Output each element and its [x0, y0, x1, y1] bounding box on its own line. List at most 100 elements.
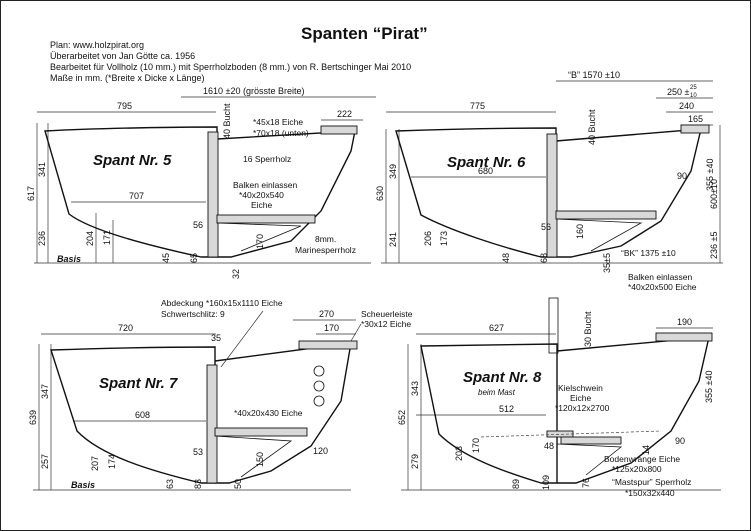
- f6-dim-241: 241: [388, 232, 398, 247]
- f5-note-70x18: *70x18 (unten): [253, 128, 309, 138]
- f5-note-45x18: *45x18 Eiche: [253, 117, 303, 127]
- f6-frame-label: Spant Nr. 6: [447, 154, 526, 171]
- f8-note-mastspur: “Mastspur” Sperrholz: [612, 477, 691, 487]
- f7-note-schwertschlitz: Schwertschlitz: 9: [161, 309, 225, 319]
- f8-dim-109: 109: [541, 475, 551, 490]
- f7-lightening-hole-2: [313, 380, 325, 392]
- f6-floor-detail: [555, 218, 643, 252]
- f7-dim-53: 53: [193, 447, 203, 457]
- f6-note-balken: Balken einlassen: [628, 272, 693, 282]
- f6-dim-173: 173: [439, 231, 449, 246]
- f8-note-125x20x800: *125x20x800: [612, 464, 662, 474]
- f7-dim-50: 50: [233, 479, 243, 489]
- f5-dim-341: 341: [37, 162, 47, 177]
- f6-dim-40-bucht: 40 Bucht: [587, 109, 597, 145]
- f5-basis-label: Basis: [57, 254, 81, 264]
- f6-note-bk: “BK” 1375 ±10: [621, 248, 676, 258]
- f7-lightening-hole-1: [313, 365, 325, 377]
- f6-dim-236: 236 ±5: [709, 232, 719, 259]
- frame-8: Spant Nr. 8 beim Mast 627 30 Bucht 190 5…: [397, 297, 721, 498]
- f5-dim-40-bucht: 40 Bucht: [222, 103, 232, 139]
- f8-dim-512: 512: [499, 404, 514, 414]
- f6-dim-600: 600±10: [709, 179, 719, 209]
- f6-dim-349: 349: [388, 164, 398, 179]
- f7-frame-label: Spant Nr. 7: [99, 375, 178, 392]
- f8-floor-detail: [556, 443, 623, 476]
- f7-note-40x20x430: *40x20x430 Eiche: [234, 408, 303, 418]
- f6-dim-250-tol-minus: 10: [690, 93, 697, 99]
- f5-dim-170: 170: [255, 234, 265, 249]
- f7-lightening-hole-3: [313, 395, 325, 407]
- f7-dim-639: 639: [28, 410, 38, 425]
- f5-dim-222: 222: [337, 109, 352, 119]
- f7-dim-347: 347: [40, 384, 50, 399]
- f8-note-eiche: Eiche: [570, 393, 592, 403]
- f6-note-40x20x500: *40x20x500 Eiche: [628, 282, 697, 292]
- f5-dim-236: 236: [37, 231, 47, 246]
- f8-floor-timber: [560, 436, 622, 445]
- f8-keelson: [546, 430, 574, 438]
- f6-dim-56: 56: [541, 222, 551, 232]
- f7-note-30x12: *30x12 Eiche: [361, 319, 411, 329]
- f5-note-eiche: Eiche: [251, 200, 273, 210]
- f6-dim-680: 680: [478, 166, 493, 176]
- f5-floor-detail: [216, 222, 302, 252]
- f6-dim-355: 355 ±40: [705, 159, 715, 191]
- f5-dim-65: 65: [189, 253, 199, 263]
- f5-note-balken: Balken einlassen: [233, 180, 298, 190]
- f7-beam: [214, 427, 308, 437]
- f6-dim-630: 630: [375, 186, 385, 201]
- f5-dim-171: 171: [102, 230, 112, 245]
- f6-dim-250-tol-plus: 25: [690, 85, 697, 91]
- f5-dim-45: 45: [161, 253, 171, 263]
- f5-gunwale: [320, 125, 358, 135]
- f8-dim-279: 279: [410, 454, 420, 469]
- f8-dim-190: 190: [677, 317, 692, 327]
- f7-dim-608: 608: [135, 410, 150, 420]
- f7-basis-label: Basis: [71, 480, 95, 490]
- f6-dim-165: 165: [688, 114, 703, 124]
- f8-note-bodenwrange: Bodenwrange Eiche: [604, 454, 680, 464]
- f6-dim-160: 160: [575, 224, 585, 239]
- f8-dim-89: 89: [511, 479, 521, 489]
- f7-dim-720: 720: [118, 323, 133, 333]
- f8-dim-203: 203: [454, 446, 464, 461]
- f8-dim-14: 14: [641, 445, 651, 455]
- f8-note-150x32x440: *150x32x440: [625, 488, 675, 498]
- info-line-origin: Überarbeitet von Jan Götte ca. 1956: [50, 51, 195, 61]
- f7-dim-120: 120: [313, 446, 328, 456]
- f7-dim-170: 170: [324, 323, 339, 333]
- f8-dim-90: 90: [675, 436, 685, 446]
- f7-dim-63: 63: [165, 479, 175, 489]
- f8-note-120x12x2700: *120x12x2700: [555, 403, 610, 413]
- f6-dim-48: 48: [501, 253, 511, 263]
- f8-dim-76: 76: [581, 478, 591, 488]
- f5-dim-32: 32: [231, 269, 241, 279]
- f7-dim-150: 150: [255, 452, 265, 467]
- f5-dim-56: 56: [193, 220, 203, 230]
- info-line-revision: Bearbeitet für Vollholz (10 mm.) mit Spe…: [50, 62, 411, 72]
- frame-6: Spant Nr. 6 775 “B” 1570 ±10 250 ± 25 10…: [375, 70, 723, 292]
- f7-dim-207: 207: [90, 456, 100, 471]
- f7-leader-scheuerleiste: [350, 323, 362, 342]
- f8-hull-outline: [420, 343, 558, 484]
- f5-centerboard-case: [207, 131, 219, 258]
- f7-floor-detail: [214, 435, 293, 478]
- f5-beam: [216, 214, 316, 224]
- f8-dim-627: 627: [489, 323, 504, 333]
- f6-dim-206: 206: [423, 231, 433, 246]
- f6-hull-outline: [395, 127, 557, 258]
- f6-dim-250: 250 ±: [667, 87, 690, 97]
- f7-dim-83: 83: [193, 479, 203, 489]
- f8-frame-label: Spant Nr. 8: [463, 369, 542, 386]
- f6-dim-90: 90: [677, 171, 687, 181]
- f8-gunwale: [655, 332, 713, 342]
- f6-gunwale: [680, 124, 710, 134]
- info-line-website: Plan: www.holzpirat.org: [50, 40, 144, 50]
- f8-dim-170: 170: [471, 438, 481, 453]
- f5-dim-795: 795: [117, 101, 132, 111]
- f7-dim-270: 270: [319, 309, 334, 319]
- f7-hull-outline: [50, 346, 216, 484]
